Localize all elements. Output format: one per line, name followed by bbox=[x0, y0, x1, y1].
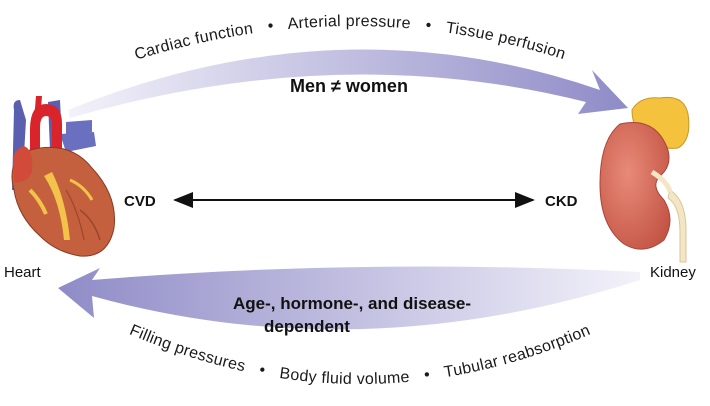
top-item-cardiac-function: Cardiac function bbox=[133, 20, 255, 63]
top-band-arrow bbox=[68, 49, 628, 118]
bottom-bullet-1: • bbox=[258, 362, 267, 380]
bottom-item-tubular-reabsorption: Tubular reabsorption bbox=[443, 322, 593, 381]
bottom-band-label-line1: Age-, hormone-, and disease- bbox=[233, 294, 471, 313]
kidney-icon bbox=[599, 96, 690, 263]
bottom-arc-items: Filling pressures • Body fluid volume • … bbox=[127, 322, 593, 388]
bottom-bullet-2: • bbox=[423, 366, 431, 384]
heart-icon bbox=[11, 96, 116, 257]
top-item-arterial-pressure: Arterial pressure bbox=[287, 13, 412, 33]
bottom-item-body-fluid-volume: Body fluid volume bbox=[278, 365, 410, 388]
bottom-item-filling-pressures: Filling pressures bbox=[127, 322, 247, 376]
kidney-label: Kidney bbox=[650, 264, 696, 281]
top-bullet-2: • bbox=[425, 17, 433, 35]
cvd-label: CVD bbox=[124, 193, 156, 210]
ckd-label: CKD bbox=[545, 193, 578, 210]
bottom-band-label-line2: dependent bbox=[264, 317, 350, 336]
top-band-label: Men ≠ women bbox=[290, 76, 408, 96]
bottom-band-arrow bbox=[58, 266, 640, 330]
heart-label: Heart bbox=[4, 264, 42, 281]
top-bullet-1: • bbox=[267, 18, 275, 36]
